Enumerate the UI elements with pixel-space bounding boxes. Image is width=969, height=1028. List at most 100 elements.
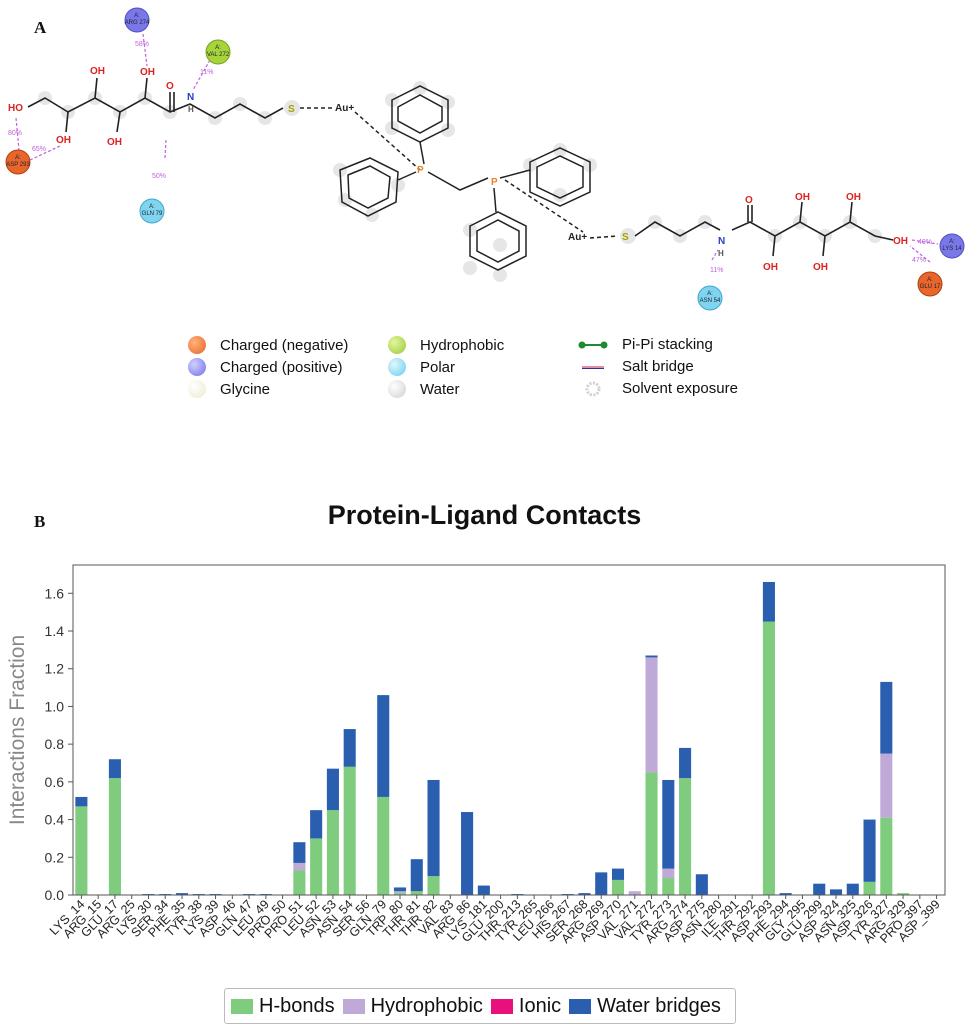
percent-labels: 58% 11% 80% 65% 50% 11% 40% 47%	[8, 41, 932, 274]
residue-asp-293: A:ASP 293	[5, 149, 31, 175]
atom-h: H	[188, 105, 194, 114]
y-tick-label: 0.6	[45, 774, 65, 790]
bar-h-bonds-tyr-273	[662, 878, 675, 895]
legend-glycine: Glycine	[188, 380, 270, 398]
bar-water-bridges-asp-275	[695, 874, 708, 895]
bar-h-bonds-asn-53	[326, 810, 339, 895]
svg-text:A:: A:	[215, 45, 221, 51]
svg-text:LYS 14: LYS 14	[942, 246, 962, 252]
svg-text:65%: 65%	[32, 146, 46, 153]
bar-water-bridges-thr-81	[410, 859, 423, 892]
bar-h-bonds-trp-80	[393, 893, 407, 895]
svg-text:47%: 47%	[912, 257, 926, 264]
residue-glu-17: A:GLU 17	[917, 271, 943, 297]
interaction-legend: Charged (negative) Hydrophobic Pi-Pi sta…	[188, 336, 788, 406]
y-tick-label: 0.2	[45, 849, 65, 865]
y-tick-label: 1.6	[45, 585, 65, 601]
legend-label: Water bridges	[597, 994, 721, 1017]
bar-water-bridges-asp-270	[611, 868, 625, 880]
legend-salt-bridge: Salt bridge	[578, 358, 694, 375]
residue-gln-79: A:GLN 79	[139, 198, 165, 224]
y-tick-label: 1.0	[45, 698, 65, 714]
ligand-interaction-diagram: HO OH OH OH OH O N H S Au+ P P	[5, 7, 965, 311]
hydrophobic-icon	[388, 336, 406, 354]
bar-h-bonds-gln-79	[377, 796, 390, 895]
svg-text:ASP 293: ASP 293	[6, 162, 30, 168]
atom-o: O	[745, 195, 753, 206]
svg-text:A:: A:	[15, 155, 21, 161]
plot-area	[72, 564, 946, 896]
panel-b-label: B	[34, 512, 46, 531]
bar-h-bonds-thr-82	[427, 876, 440, 895]
bar-water-bridges-asp-324	[829, 889, 843, 895]
atom-oh: OH	[56, 135, 71, 146]
bar-hydrophobic-tyr-327	[880, 753, 893, 818]
salt-bridge-icon	[582, 366, 604, 369]
atom-oh: OH	[893, 236, 908, 247]
bar-h-bonds-tyr-327	[880, 817, 893, 895]
bar-h-bonds-glu-17	[108, 778, 121, 895]
residue-arg-274: A:ARG 274	[124, 7, 150, 33]
legend-item-hydrophobic: Hydrophobic	[342, 995, 483, 1018]
y-axis-label: Interactions Fraction	[6, 635, 29, 825]
bar-water-bridges-tyr-327	[880, 681, 893, 754]
legend-pi-pi-stacking: Pi-Pi stacking	[578, 336, 713, 353]
bar-h-bonds-asp-293	[762, 621, 775, 895]
bar-hydrophobic-val-271	[628, 891, 641, 895]
atom-oh: OH	[795, 192, 810, 203]
phosphine-core	[339, 85, 591, 271]
y-tick-label: 0.4	[45, 812, 65, 828]
svg-text:A:: A:	[149, 204, 155, 210]
bar-water-bridges-thr-82	[427, 779, 440, 877]
bar-water-bridges-glu-17	[108, 759, 121, 779]
solvent-exposure-halos	[38, 81, 882, 282]
bar-hydrophobic-tyr-273	[662, 868, 675, 879]
y-tick-label: 1.2	[45, 661, 65, 677]
residue-spheres: A:ARG 274 A:VAL 272 A:ASP 293 A:GLN 79 A…	[5, 7, 965, 311]
bar-h-bonds-lys-14	[75, 806, 88, 895]
atom-n: N	[187, 92, 194, 103]
svg-text:A:: A:	[949, 239, 955, 245]
bar-water-bridges-asp-326	[863, 819, 876, 882]
atom-oh: OH	[90, 66, 105, 77]
legend-label: Ionic	[518, 994, 562, 1017]
contacts-bar-chart: Interactions Fraction 0.00.20.40.60.81.0…	[6, 564, 946, 946]
svg-text:GLN 79: GLN 79	[142, 211, 163, 217]
bar-h-bonds-pro-51	[293, 870, 306, 895]
atom-oh: OH	[763, 262, 778, 273]
bar-water-bridges-asn-53	[326, 768, 339, 811]
legend-charged-negative: Charged (negative)	[188, 336, 348, 354]
water-icon	[388, 380, 406, 398]
legend-swatch	[569, 998, 592, 1014]
legend-water: Water	[388, 380, 459, 398]
atom-n: N	[718, 236, 725, 247]
left-sugar-chain	[27, 77, 333, 133]
atom-ho: HO	[8, 103, 23, 114]
svg-text:11%: 11%	[200, 69, 214, 76]
bar-water-bridges-val-272	[645, 655, 658, 658]
right-atoms: Au+ S N H O OH OH OH OH OH	[568, 192, 908, 273]
y-tick-label: 0.0	[45, 887, 65, 903]
bar-water-bridges-arg-269	[595, 872, 608, 895]
bar-water-bridges-gln-79	[377, 695, 390, 797]
bar-water-bridges-asp-293	[762, 581, 775, 622]
atom-au: Au+	[568, 232, 587, 243]
charged-positive-icon	[188, 358, 206, 376]
atom-o: O	[166, 81, 174, 92]
left-atoms: HO OH OH OH OH O N H S Au+	[8, 66, 354, 148]
bar-water-bridges-leu-52	[310, 810, 323, 839]
svg-text:GLU 17: GLU 17	[920, 284, 941, 290]
svg-text:40%: 40%	[918, 239, 932, 246]
bar-h-bonds-asp-326	[863, 881, 876, 895]
atom-s: S	[622, 232, 629, 243]
glycine-icon	[188, 380, 206, 398]
atom-s: S	[288, 104, 295, 115]
svg-text:ARG 274: ARG 274	[125, 20, 150, 26]
atom-oh: OH	[140, 67, 155, 78]
bar-water-bridges-tyr-273	[662, 779, 675, 869]
svg-text:ASN 54: ASN 54	[700, 298, 721, 304]
bar-h-bonds-arg-329	[897, 893, 910, 895]
bar-water-bridges-trp-80	[393, 887, 407, 892]
legend-label: H-bonds	[259, 994, 335, 1017]
bar-series	[75, 581, 910, 895]
